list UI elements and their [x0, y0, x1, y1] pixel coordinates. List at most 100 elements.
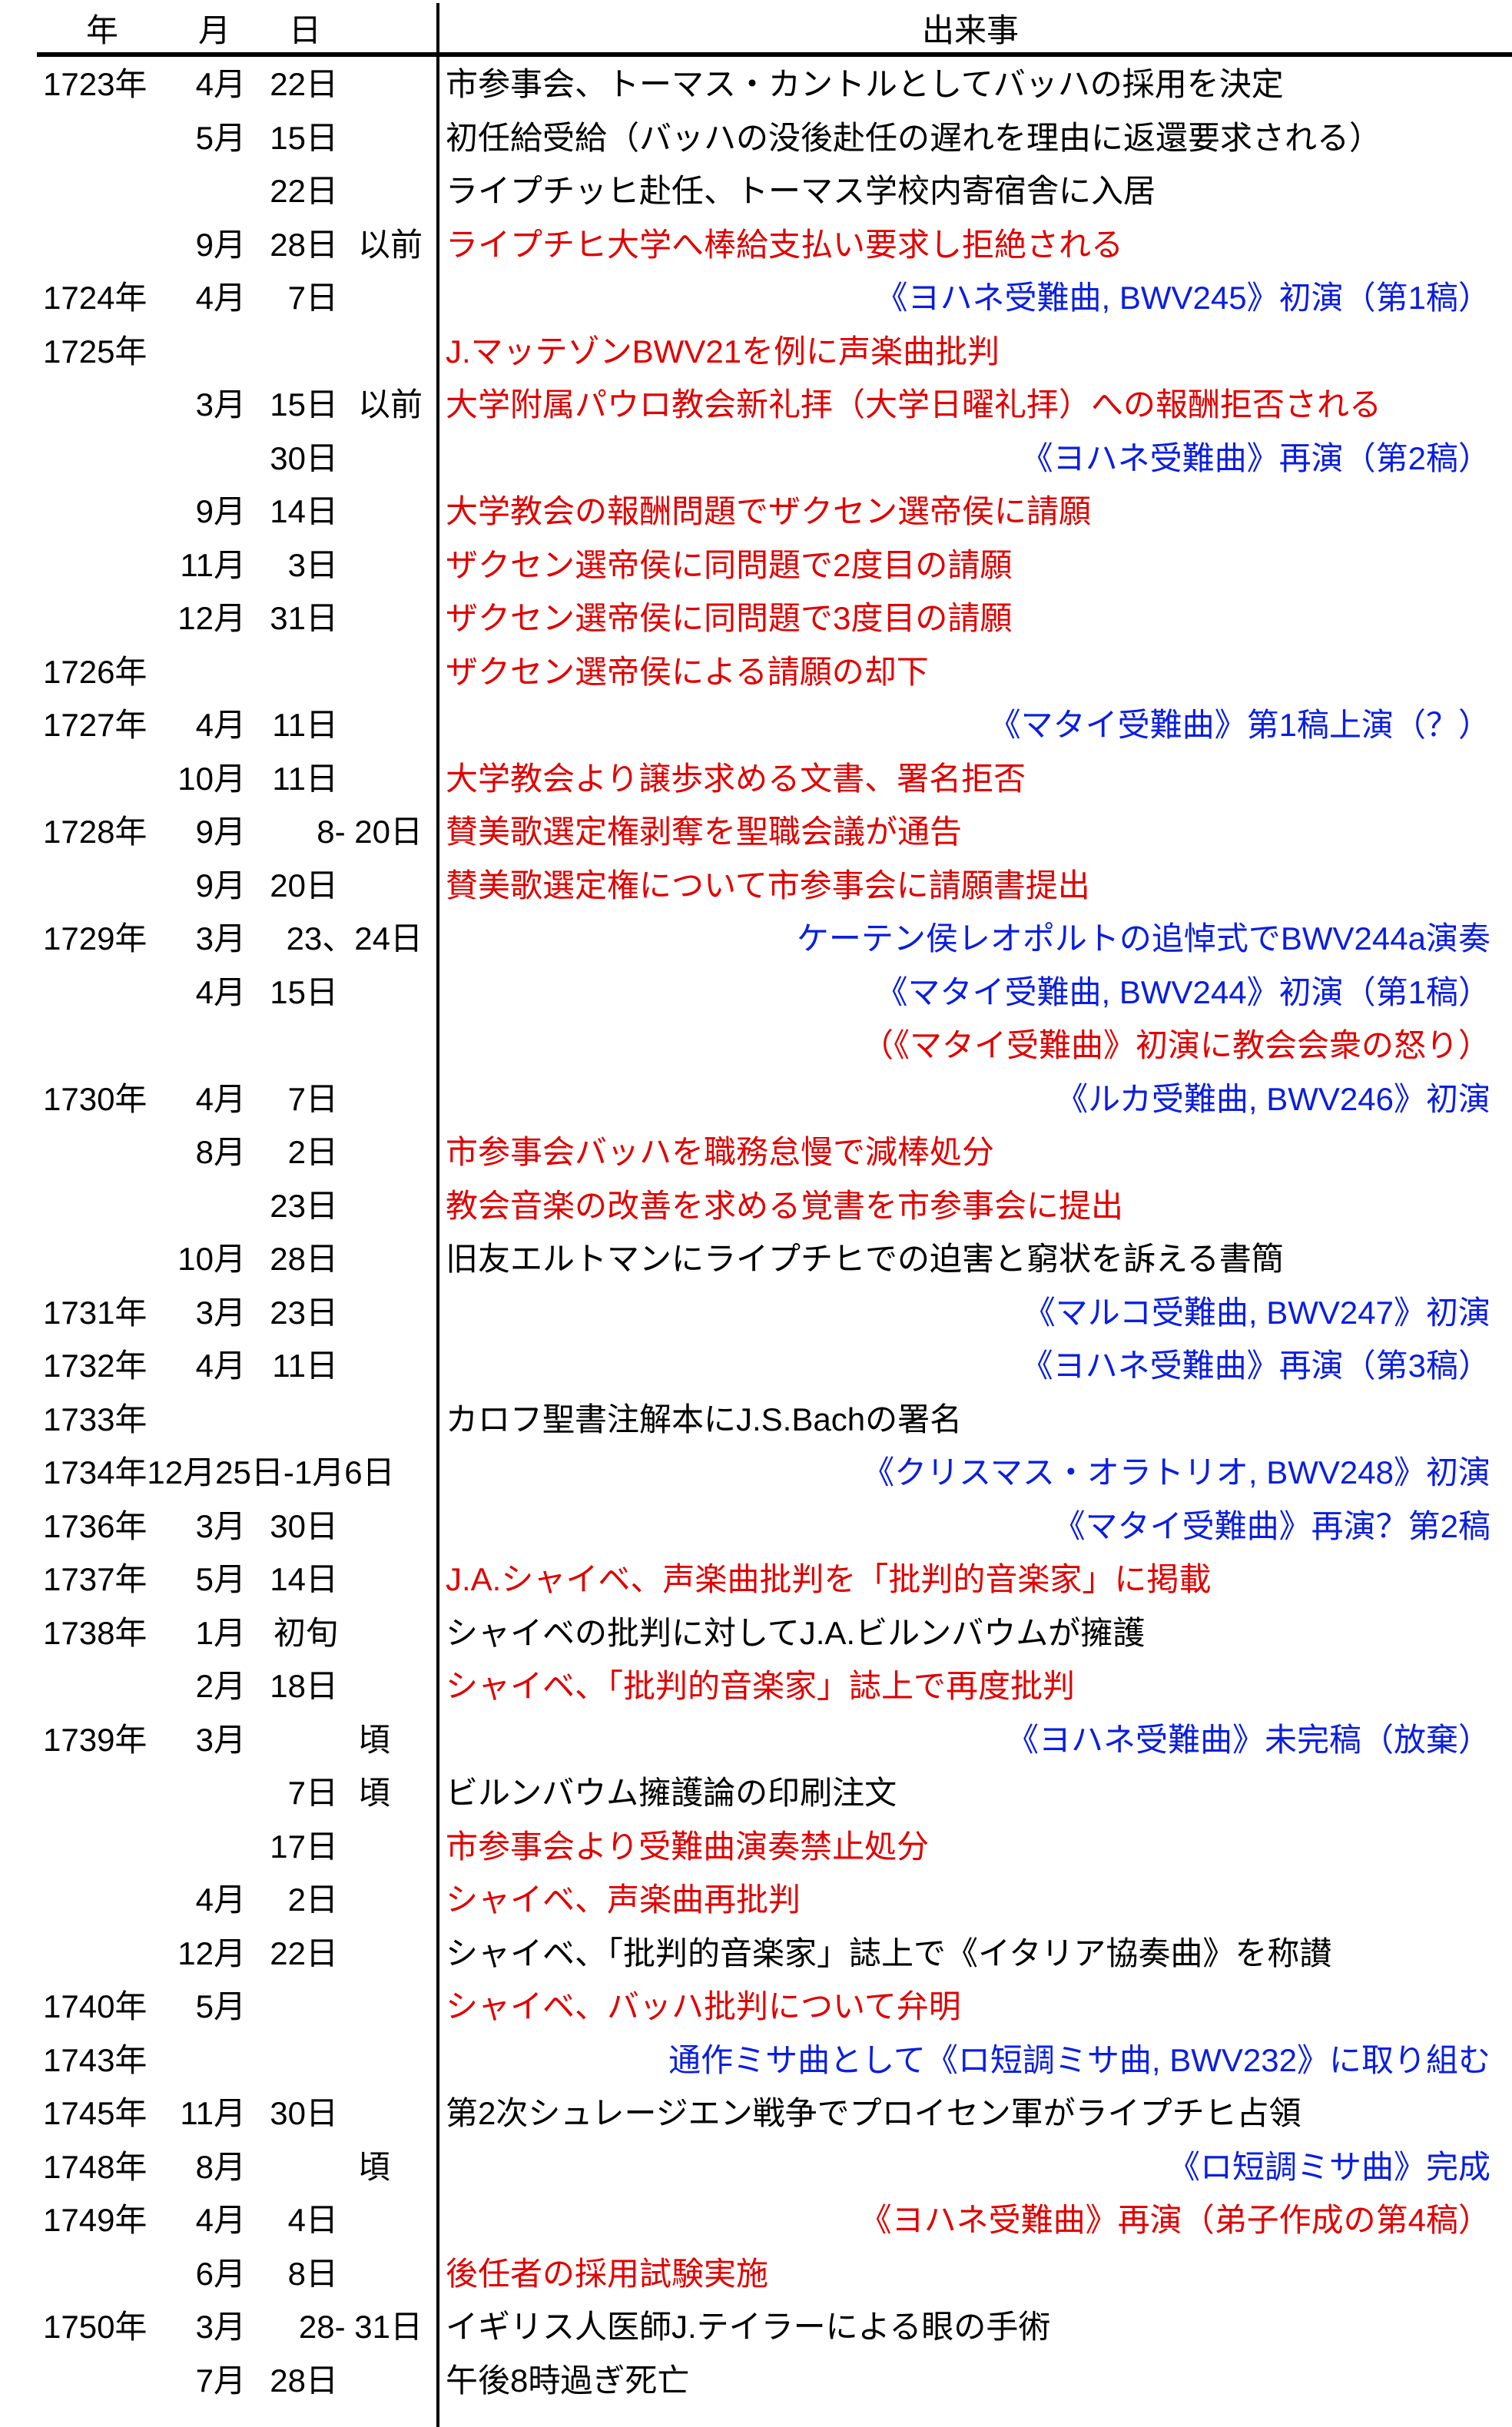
year-cell: 1733年 [43, 1401, 148, 1437]
header-rule [37, 52, 1512, 57]
month-cell: 5月 [195, 1561, 246, 1597]
month-cell: 2月 [195, 1668, 246, 1704]
day-cell: 23日 [270, 1187, 338, 1224]
day-cell: 23日 [270, 1294, 338, 1331]
table-row: （《マタイ受難曲》初演に教会会衆の怒り） [0, 1019, 1512, 1073]
header-day: 日 [289, 12, 322, 48]
month-cell: 9月 [195, 493, 246, 529]
month-cell: 4月 [195, 280, 246, 316]
day-cell: 11日 [272, 707, 338, 743]
event-cell: ライプチッヒ赴任、トーマス学校内寄宿舎に入居 [446, 173, 1156, 209]
day-cell: 8日 [287, 2255, 338, 2292]
table-row: 1726年ザクセン選帝侯による請願の却下 [0, 645, 1512, 699]
event-cell: 第2次シュレージエン戦争でプロイセン軍がライプチヒ占領 [446, 2095, 1301, 2131]
month-cell: 11月 [180, 2095, 246, 2131]
day-cell: 15日 [270, 386, 338, 423]
year-cell: 1745年 [43, 2095, 148, 2131]
year-cell: 1743年 [43, 2041, 148, 2078]
month-cell: 3月 [195, 2309, 246, 2345]
year-cell: 1731年 [43, 1294, 148, 1331]
day-cell: 15日 [270, 973, 338, 1010]
event-cell: J.A.シャイベ、声楽曲批判を「批判的音楽家」に掲載 [446, 1561, 1212, 1597]
year-cell: 1738年 [43, 1614, 148, 1651]
month-cell: 10月 [177, 760, 246, 797]
day-cell: 28日 [270, 226, 338, 263]
month-cell: 6月 [195, 2255, 246, 2292]
event-cell: 《ヨハネ受難曲》再演（第2稿） [1020, 439, 1490, 476]
month-cell: 8月 [195, 1134, 246, 1170]
month-cell: 3月 [195, 920, 246, 957]
event-cell: 旧友エルトマンにライプチヒでの迫害と窮状を訴える書簡 [446, 1241, 1284, 1277]
day-cell: 8- 20日 [317, 814, 423, 850]
year-cell: 1750年 [43, 2309, 148, 2345]
year-cell: 1729年 [43, 920, 148, 957]
day-cell: 7日 [287, 1080, 338, 1117]
month-cell: 3月 [195, 1507, 246, 1544]
note-cell: 頃 [358, 1775, 391, 1811]
column-divider [436, 3, 439, 2427]
month-cell: 3月 [195, 1294, 246, 1331]
table-row: 1733年カロフ聖書注解本にJ.S.Bachの署名 [0, 1393, 1512, 1447]
month-cell: 4月 [195, 973, 246, 1010]
event-cell: 市参事会バッハを職務怠慢で減棒処分 [446, 1134, 995, 1170]
event-cell: 大学教会の報酬問題でザクセン選帝侯に請願 [446, 493, 1092, 529]
day-cell: 17日 [270, 1828, 338, 1865]
day-cell: 3日 [287, 546, 338, 583]
day-cell: 30日 [270, 2095, 338, 2131]
table-row: 1745年 11月 30日 第2次シュレージエン戦争でプロイセン軍がライプチヒ占領 [0, 2087, 1512, 2140]
year-cell: 1749年 [43, 2202, 148, 2238]
month-cell: 5月 [195, 1988, 246, 2024]
event-cell: ザクセン選帝侯に同問題で3度目の請願 [446, 600, 1013, 636]
note-cell: 以前 [358, 386, 423, 423]
table-row: 1729年 3月 23、24日 ケーテン侯レオポルトの追悼式でBWV244a演奏 [0, 912, 1512, 966]
day-cell: 2日 [287, 1134, 338, 1170]
year-cell: 1724年 [43, 280, 148, 316]
event-cell: ケーテン侯レオポルトの追悼式でBWV244a演奏 [796, 920, 1490, 957]
table-row: 1734年12月25日-1月6日《クリスマス・オラトリオ, BWV248》初演 [0, 1446, 1512, 1500]
day-cell: 30日 [270, 439, 338, 476]
year-cell: 1740年 [43, 1988, 148, 2024]
event-cell: シャイベ、声楽曲再批判 [446, 1882, 801, 1918]
month-cell: 5月 [195, 119, 246, 156]
month-cell: 9月 [195, 867, 246, 903]
event-cell: シャイベ、「批判的音楽家」誌上で《イタリア協奏曲》を称讃 [446, 1935, 1332, 1971]
event-cell: 大学附属パウロ教会新礼拝（大学日曜礼拝）への報酬拒否される [446, 386, 1382, 423]
month-cell: 11月 [180, 546, 246, 583]
month-cell: 10月 [177, 1241, 246, 1277]
header-event: 出来事 [922, 12, 1020, 48]
day-cell: 23、24日 [286, 920, 423, 957]
event-cell: イギリス人医師J.テイラーによる眼の手術 [446, 2309, 1051, 2345]
day-cell: 22日 [270, 173, 338, 209]
event-cell: 《ルカ受難曲, BWV246》初演 [1056, 1080, 1490, 1117]
table-row: 7日頃ビルンバウム擁護論の印刷注文 [0, 1766, 1512, 1820]
event-cell: 賛美歌選定権について市参事会に請願書提出 [446, 867, 1090, 903]
day-cell: 11日 [272, 1348, 338, 1384]
month-cell: 8月 [195, 2148, 246, 2185]
month-cell: 4月 [195, 707, 246, 743]
year-cell: 1727年 [43, 707, 148, 743]
month-cell: 12月 [177, 1935, 246, 1971]
event-cell: 《マタイ受難曲》再演？第2稿 [1053, 1507, 1490, 1544]
event-cell: 《ヨハネ受難曲》再演（第3稿） [1020, 1348, 1490, 1384]
note-cell: 頃 [358, 1721, 391, 1758]
